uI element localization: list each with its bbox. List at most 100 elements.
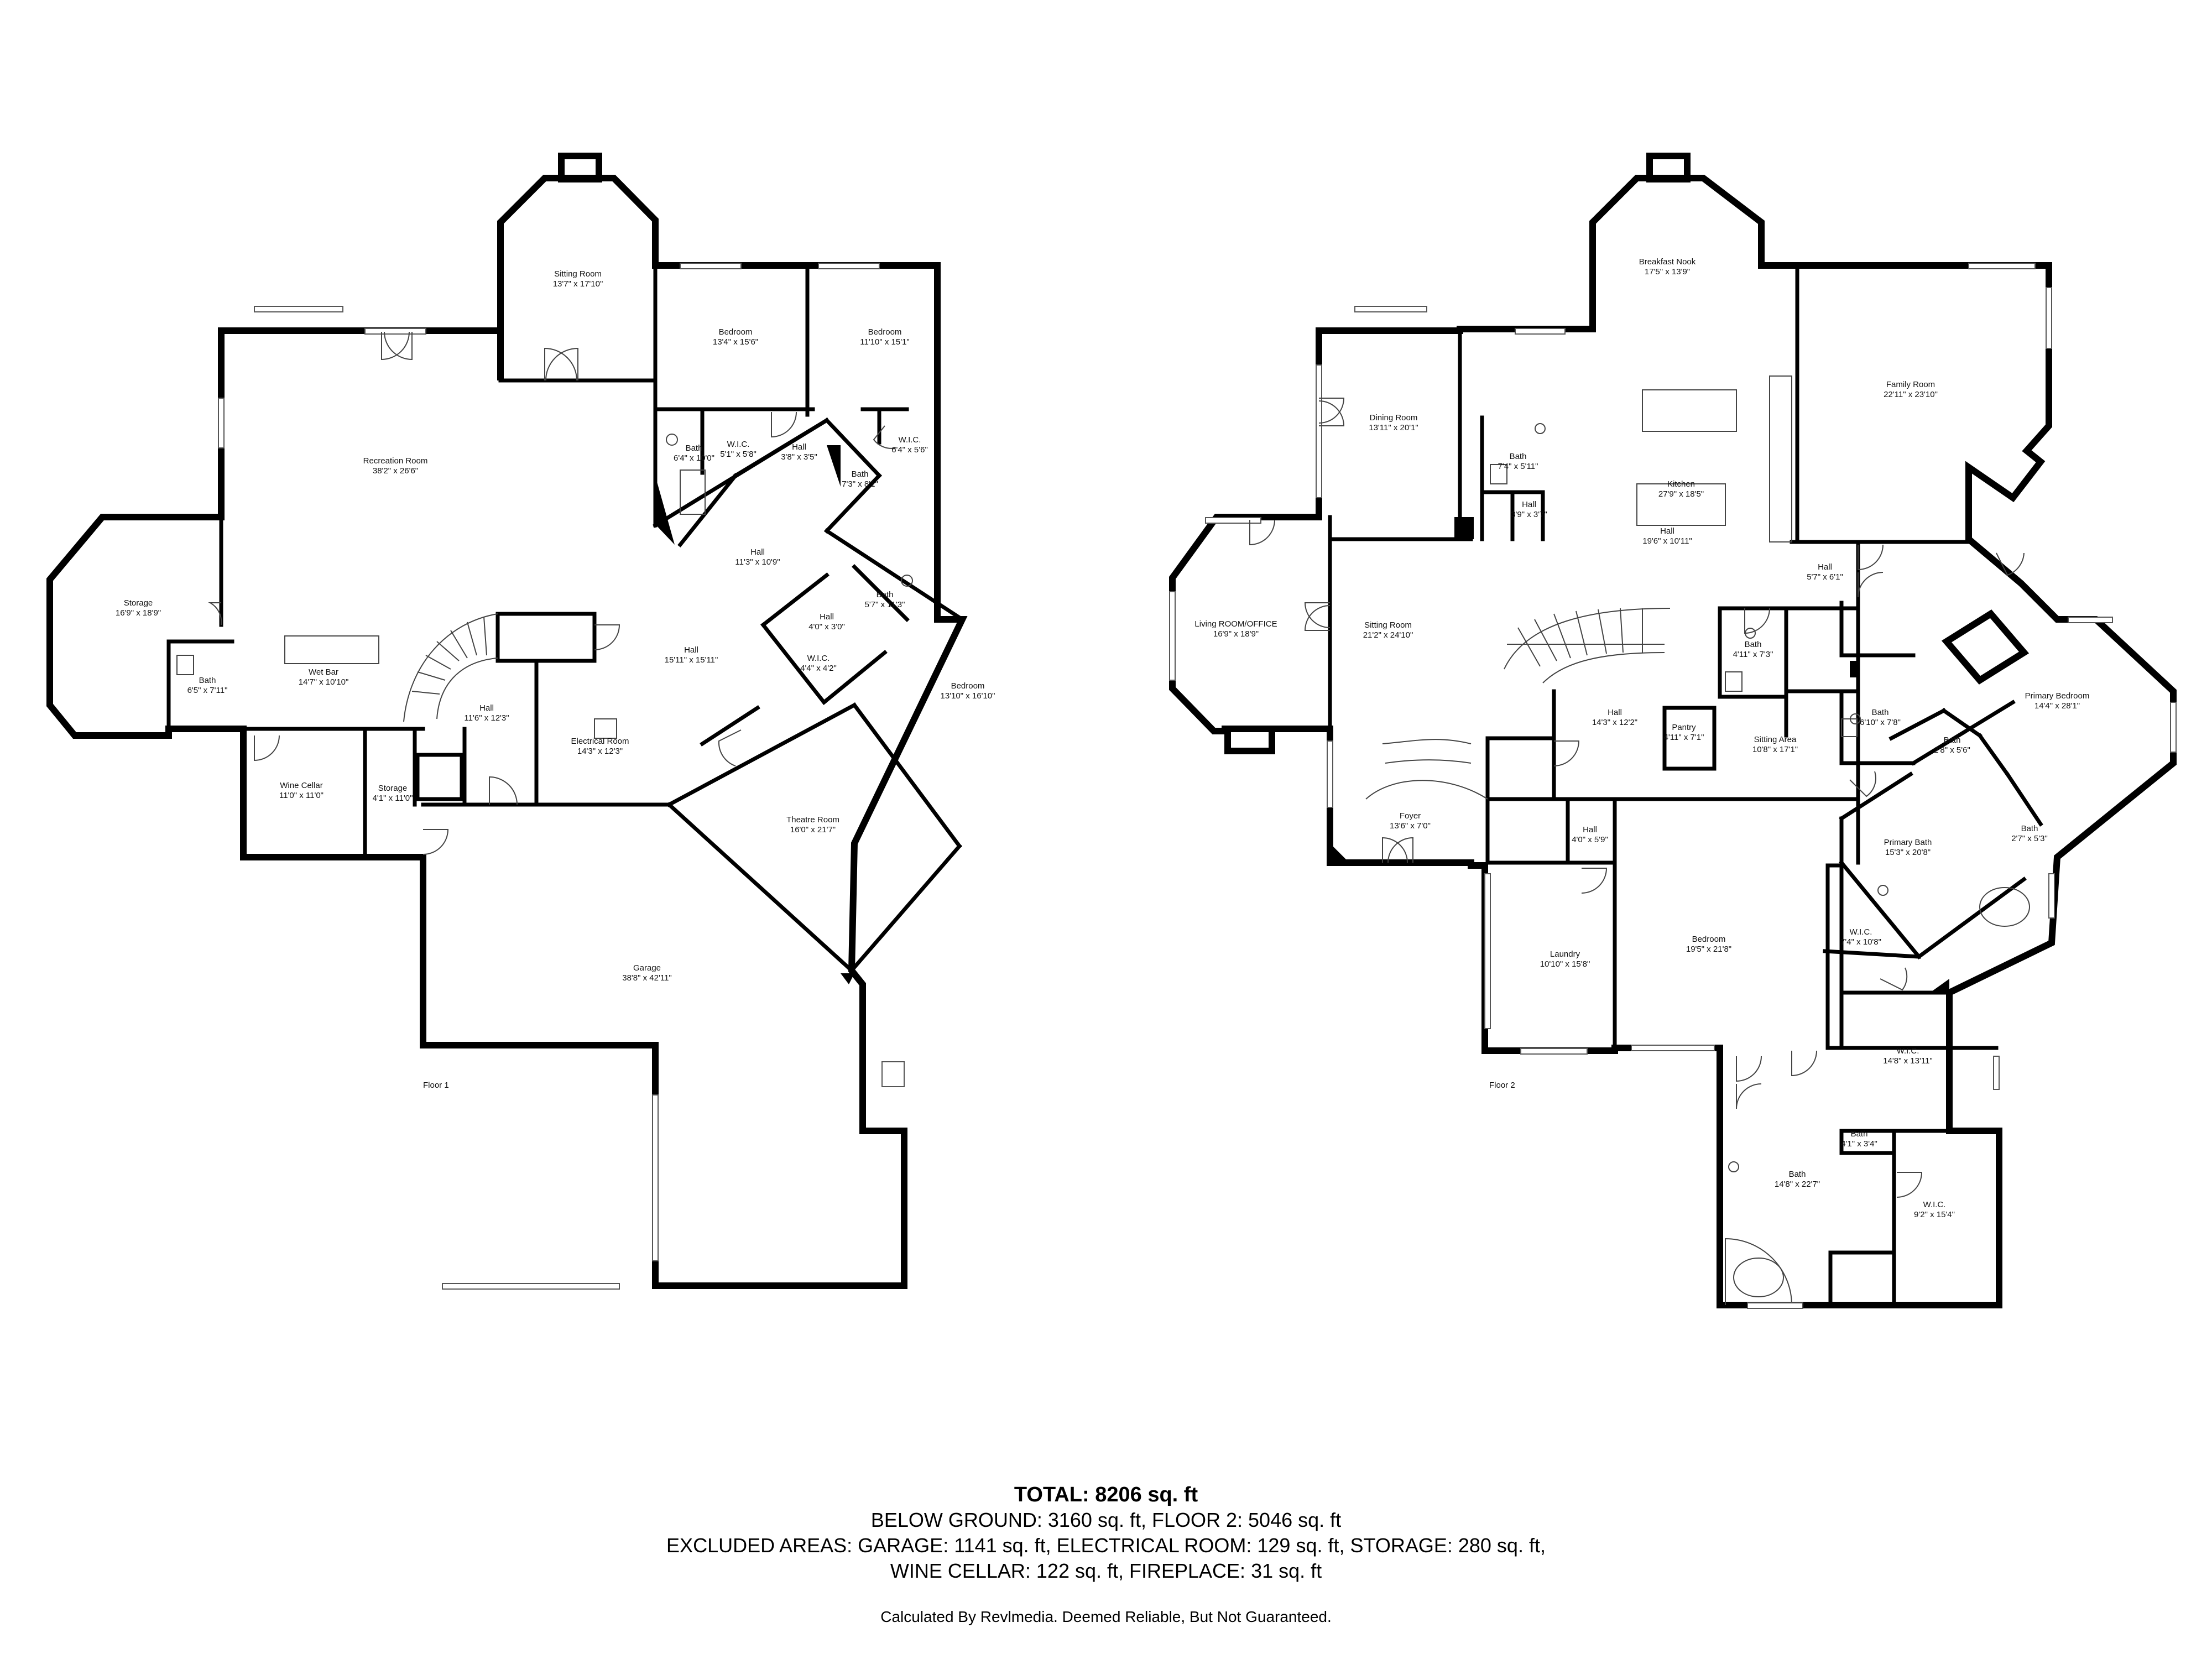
floor-1-room-dimensions: 16'0" x 21'7" [790,825,836,834]
floor-2-room-name: Breakfast Nook [1639,257,1696,267]
floor-1-room-dimensions: 6'5" x 7'11" [187,686,228,695]
total-area: TOTAL: 8206 sq. ft [1014,1483,1198,1506]
floor-2-room-dimensions: 27'9" x 18'5" [1658,489,1704,499]
floor-1-room-name: Bath [877,590,894,599]
floor-1-room-name: Hall [792,442,806,452]
floor-1-sitting-room-walls [46,175,968,1289]
floor-1-room-dimensions: 11'10" x 15'1" [860,337,910,347]
floor-1-room-name: W.I.C. [727,440,750,449]
floor-1-room-dimensions: 11'6" x 12'3" [464,713,509,723]
floor-1-room-dimensions: 5'1" x 5'8" [720,450,757,459]
floor-1-room-name: Garage [633,963,661,973]
floor-1-room-name: Storage [378,784,408,793]
floor-1-room-dimensions: 16'9" x 18'9" [116,608,161,618]
floor-2-room-name: Bath [2021,824,2038,833]
floor-2-room-dimensions: 2'7" x 5'3" [2011,834,2048,843]
floor-2-plan [1169,153,2177,1309]
floor-1-room-name: Storage [124,598,153,608]
floor-1-label: Floor 1 [423,1081,449,1090]
floor-1-room-name: Sitting Room [554,269,602,279]
floor-1-room-name: Bath [199,676,216,685]
floor-2-room-dimensions: 4'0" x 5'9" [1572,835,1608,844]
floor-1-room-dimensions: 11'3" x 10'9" [735,557,780,567]
floor-1-room-dimensions: 4'4" x 4'2" [800,664,837,673]
floor-2-room-name: Bath [1872,708,1889,717]
floor-1-room-name: Bedroom [719,327,753,337]
floor-2-room-dimensions: 14'3" x 12'2" [1592,718,1637,727]
floor-2-room-name: Pantry [1672,723,1696,732]
floor-1-room-dimensions: 15'11" x 15'11" [665,655,718,665]
area-breakdown-2: EXCLUDED AREAS: GARAGE: 1141 sq. ft, ELE… [666,1534,1546,1557]
disclaimer: Calculated By Revlmedia. Deemed Reliable… [880,1608,1332,1625]
floor-1-staircase [403,613,498,722]
area-breakdown-1: BELOW GROUND: 3160 sq. ft, FLOOR 2: 5046… [870,1509,1342,1531]
floor-2-room-dimensions: 13'11" x 20'1" [1369,423,1418,432]
floor-2-room-name: Kitchen [1667,479,1695,489]
floor-1-room-dimensions: 14'3" x 12'3" [577,747,623,756]
floor-1-room-name: Hall [479,703,494,713]
floor-1-room-name: Recreation Room [363,456,428,466]
floor-2-room-name: W.I.C. [1850,927,1872,937]
floor-2-room-dimensions: 2'8" x 5'6" [1934,745,1970,755]
floor-1-room-name: Bath [686,444,703,453]
floor-2-staircase [1504,608,1671,684]
floor-2-room-name: Living ROOM/OFFICE [1194,619,1277,629]
floor-1-room-name: Wine Cellar [280,781,323,790]
floor-1-room-name: W.I.C. [807,654,830,663]
floor-2-room-dimensions: 17'5" x 13'9" [1645,267,1690,276]
floor-2-interior-walls [1328,263,2043,1307]
floor-2-room-dimensions: 21'2" x 24'10" [1363,630,1413,640]
floor-1-room-dimensions: 6'4" x 5'6" [891,445,928,455]
floor-1-room-name: Wet Bar [309,667,338,677]
floor-2-room-dimensions: 4'1" x 3'4" [1841,1139,1877,1149]
floor-1-room-name: Hall [684,645,698,655]
floor-2-room-name: Bedroom [1692,935,1726,944]
floor-2-room-name: Bath [1944,735,1961,745]
floor-1-room-dimensions: 6'4" x 10'0" [674,453,714,463]
floor-1-room-dimensions: 4'0" x 3'0" [808,622,845,632]
floor-2-room-dimensions: 19'5" x 21'8" [1686,945,1731,954]
floor-2-room-dimensions: 19'6" x 10'11" [1642,536,1692,546]
floor-1-room-name: Bedroom [951,681,985,691]
floor-2-room-name: W.I.C. [1923,1200,1946,1209]
floor-2-room-name: Dining Room [1370,413,1418,422]
floor-1-room-name: Bedroom [868,327,902,337]
floor-2-room-dimensions: 15'3" x 20'8" [1885,848,1931,857]
floor-1-room-dimensions: 5'7" x 11'3" [865,600,905,609]
floor-2-windows [1169,263,2177,1309]
floor-2-doors [1249,398,2025,1198]
floor-1-room-name: Electrical Room [571,737,629,746]
floor-1-room-dimensions: 13'7" x 17'10" [553,279,603,289]
floor-2-label: Floor 2 [1489,1081,1515,1090]
floor-2-outer-walls [1169,175,2177,1308]
floor-2-room-dimensions: 13'6" x 7'0" [1390,821,1431,831]
floor-2-room-name: Primary Bath [1884,838,1932,847]
floor-2-room-name: Sitting Room [1364,620,1412,630]
floor-2-room-dimensions: 7'4" x 10'8" [1840,937,1881,947]
floor-1-room-dimensions: 3'8" x 3'5" [781,452,817,462]
floor-1-room-name: Bath [852,469,869,479]
floor-2-room-name: Bath [1745,640,1762,649]
floor-2-room-name: Bath [1510,452,1527,461]
floor-2-room-name: Bath [1851,1129,1868,1139]
area-breakdown-3: WINE CELLAR: 122 sq. ft, FIREPLACE: 31 s… [890,1559,1322,1582]
floor-2-room-name: Hall [1818,562,1832,572]
floor-1-room-dimensions: 38'2" x 26'6" [373,466,418,476]
floor-1-room-name: Hall [750,547,765,557]
floor-2-room-name: Foyer [1400,811,1421,821]
floor-1-room-dimensions: 4'1" x 11'0" [373,794,413,803]
floor-2-room-dimensions: 4'11" x 7'3" [1733,650,1773,659]
floor-1-room-name: Hall [820,612,834,622]
floor-2-room-dimensions: 3'9" x 3'7" [1511,510,1547,519]
floor-1-plan [46,153,968,1290]
floor-2-room-dimensions: 7'4" x 5'11" [1498,462,1538,471]
floor-2-room-dimensions: 5'7" x 6'1" [1807,572,1843,582]
floor-1-doors [208,331,896,855]
floor-1-room-dimensions: 13'4" x 15'6" [713,337,758,347]
floor-2-room-dimensions: 4'11" x 7'1" [1664,733,1704,742]
floor-1-interior-walls [166,263,965,973]
floor-2-room-dimensions: 22'11" x 23'10" [1884,390,1938,399]
